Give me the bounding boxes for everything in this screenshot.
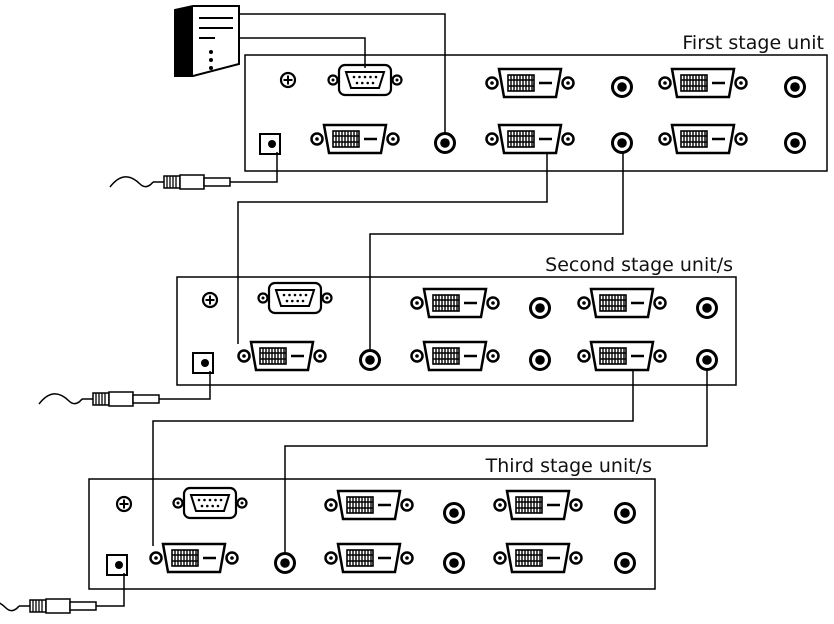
third-stage-unit: Third stage unit/s	[88, 455, 656, 590]
second-stage-unit: Second stage unit/s	[176, 254, 737, 386]
second-stage-label: Second stage unit/s	[545, 254, 733, 276]
power-plug-icon	[38, 391, 160, 407]
cables	[96, 13, 708, 607]
first-stage-unit: First stage unit	[244, 32, 828, 172]
power-plug-icon	[109, 174, 231, 190]
power-plug-icon	[0, 598, 97, 614]
computer-tower-icon	[174, 5, 240, 77]
third-stage-label: Third stage unit/s	[485, 455, 652, 477]
first-stage-label: First stage unit	[682, 32, 824, 54]
